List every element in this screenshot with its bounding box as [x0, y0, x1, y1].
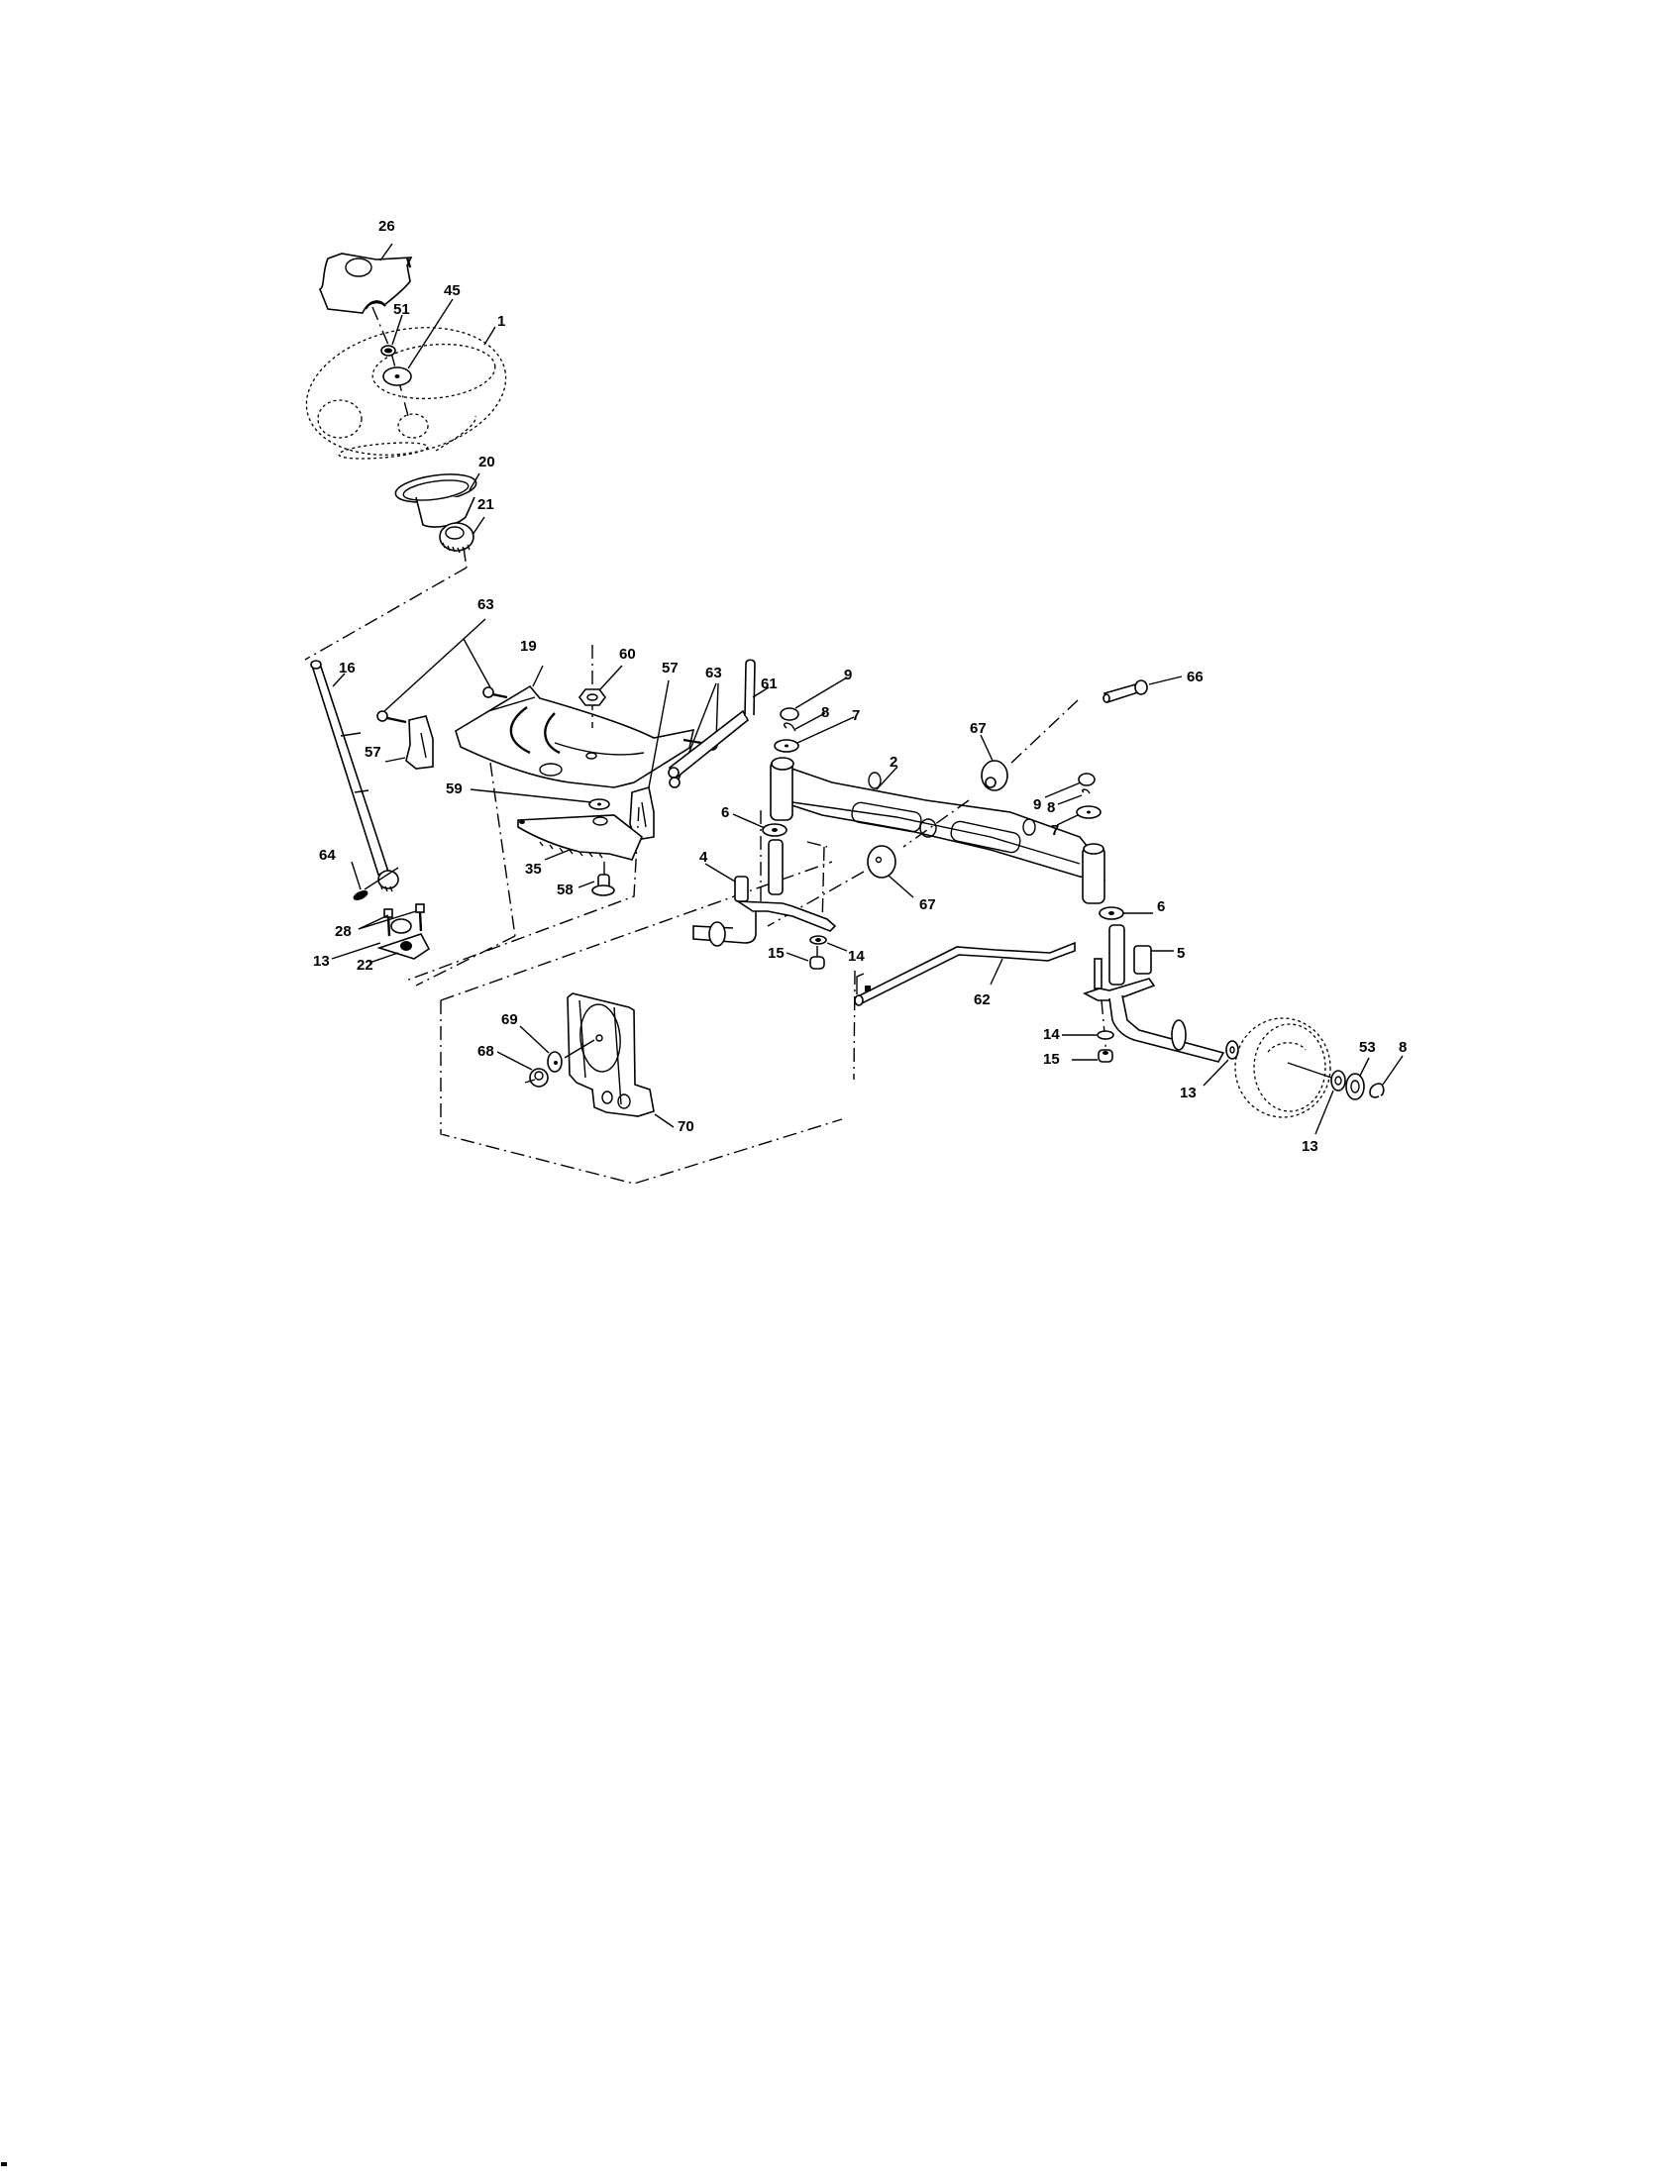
callout-58: 58 — [557, 882, 574, 898]
washer-6-left — [732, 813, 788, 837]
bolts-28 — [358, 903, 425, 937]
pivot-bolt-66 — [1102, 676, 1183, 704]
bracket-22 — [331, 918, 431, 964]
callout-19: 19 — [520, 638, 537, 655]
sector-gear-35 — [517, 814, 643, 861]
callout-9: 9 — [844, 667, 853, 683]
callout-7: 7 — [1051, 822, 1060, 839]
callout-20: 20 — [478, 454, 495, 470]
cap-9-right — [1044, 773, 1102, 826]
nut-15-left — [786, 946, 825, 970]
spacer-67-top — [980, 734, 1008, 791]
callout-4: 4 — [699, 849, 708, 866]
callout-57: 57 — [662, 660, 679, 676]
callout-26: 26 — [378, 218, 395, 235]
page-corner-mark — [1, 2162, 7, 2166]
rod-61 — [668, 659, 770, 780]
retaining-ring-8 — [1369, 1055, 1404, 1098]
callout-8: 8 — [1047, 799, 1056, 816]
axis-line — [371, 306, 392, 353]
washer-14-right — [1062, 999, 1114, 1056]
callout-60: 60 — [619, 646, 636, 663]
axis-line — [1007, 699, 1079, 767]
steering-wheel — [305, 326, 507, 460]
callout-45: 45 — [444, 282, 461, 299]
callout-5: 5 — [1177, 945, 1186, 962]
nut-51 — [380, 314, 403, 357]
callout-68: 68 — [477, 1043, 494, 1060]
steering-plate-19 — [455, 665, 695, 788]
spacer-67-bottom — [867, 845, 914, 898]
callout-57: 57 — [365, 744, 381, 761]
cap-9-left — [774, 676, 855, 753]
spindle-5-right — [1082, 924, 1225, 1063]
callout-66: 66 — [1187, 669, 1204, 685]
callout-28: 28 — [335, 923, 352, 940]
callout-22: 22 — [357, 957, 373, 974]
nut-60 — [578, 645, 623, 728]
callout-13: 13 — [1302, 1138, 1318, 1155]
callout-67: 67 — [970, 720, 987, 737]
callout-70: 70 — [678, 1118, 694, 1135]
bracket-70 — [564, 992, 675, 1128]
axis-line — [304, 567, 468, 661]
callout-2: 2 — [890, 754, 898, 771]
callout-6: 6 — [1157, 898, 1166, 915]
key-64 — [351, 861, 399, 900]
callout-21: 21 — [477, 496, 494, 513]
callout-51: 51 — [393, 301, 410, 318]
drag-link-62 — [853, 941, 1076, 1081]
callout-61: 61 — [761, 676, 778, 692]
washer-45 — [382, 298, 454, 386]
bracket-57-left — [384, 715, 434, 770]
callout-1: 1 — [497, 313, 506, 330]
washer-13-outer — [1314, 1070, 1346, 1135]
callout-16: 16 — [339, 660, 356, 676]
front-wheel — [1234, 1017, 1338, 1118]
callout-35: 35 — [525, 861, 542, 878]
callout-14: 14 — [848, 948, 865, 965]
axis-line — [767, 871, 865, 927]
washer-13-inner — [1203, 1040, 1239, 1087]
callout-67: 67 — [919, 896, 936, 913]
bolt-63 — [376, 618, 508, 724]
callout-8: 8 — [821, 704, 830, 721]
gear-21 — [439, 516, 485, 554]
washer-69 — [519, 1025, 563, 1073]
nut-15-right — [1072, 1049, 1113, 1063]
callout-14: 14 — [1043, 1026, 1060, 1043]
callout-7: 7 — [852, 707, 861, 724]
bolt-58 — [578, 862, 615, 896]
nut-68 — [496, 1051, 549, 1088]
callout-8: 8 — [1399, 1039, 1408, 1056]
callout-64: 64 — [319, 847, 336, 864]
assembly-box-lower — [440, 861, 843, 1185]
axis-line — [902, 799, 970, 848]
washer-14-left — [809, 935, 848, 952]
washer-59 — [470, 788, 610, 810]
washer-6-right — [1099, 906, 1153, 920]
callout-6: 6 — [721, 804, 730, 821]
callout-59: 59 — [446, 780, 463, 797]
bushing-20 — [394, 472, 480, 528]
steering-cap-insert — [318, 243, 413, 314]
washer-53 — [1345, 1057, 1370, 1100]
steering-shaft-16 — [310, 660, 399, 892]
callout-9: 9 — [1033, 796, 1042, 813]
callout-15: 15 — [768, 945, 785, 962]
axis-line — [463, 547, 468, 569]
spindle-4-left — [692, 810, 837, 947]
callout-13: 13 — [313, 953, 330, 970]
callout-53: 53 — [1359, 1039, 1376, 1056]
callout-13: 13 — [1180, 1085, 1197, 1101]
callout-69: 69 — [501, 1011, 518, 1028]
callout-63: 63 — [705, 665, 722, 681]
callout-62: 62 — [974, 991, 991, 1008]
callout-63: 63 — [477, 596, 494, 613]
callout-15: 15 — [1043, 1051, 1060, 1068]
